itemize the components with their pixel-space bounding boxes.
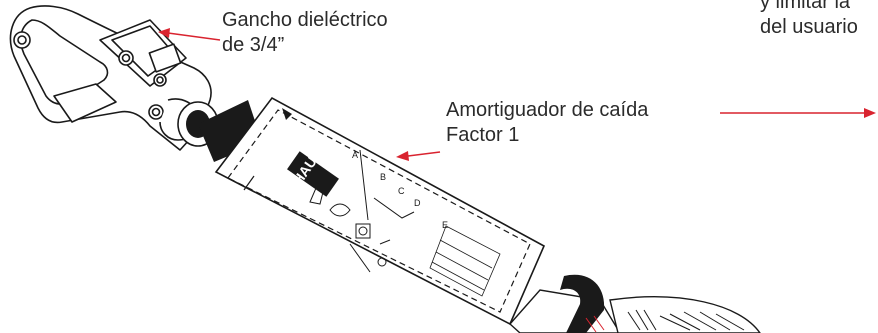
hook-callout-arrow bbox=[158, 28, 221, 41]
snap-hook bbox=[9, 5, 219, 151]
absorber-label-line2: Factor 1 bbox=[446, 124, 520, 146]
lanyard-webbing bbox=[509, 274, 761, 333]
svg-text:A: A bbox=[352, 150, 358, 160]
partial-top-label-line1: y limitar la bbox=[760, 0, 851, 13]
right-callout-arrow bbox=[720, 108, 876, 118]
absorber-callout-arrow bbox=[396, 151, 441, 161]
hook-label: Gancho dieléctrico de 3/4” bbox=[222, 8, 388, 58]
hook-label-line1: Gancho dieléctrico bbox=[222, 9, 388, 31]
svg-text:B: B bbox=[380, 172, 386, 182]
svg-text:C: C bbox=[398, 186, 405, 196]
shock-absorber: HAUK bbox=[214, 96, 546, 326]
absorber-label-line1: Amortiguador de caída bbox=[446, 99, 649, 121]
partial-top-label: y limitar la del usuario bbox=[760, 0, 858, 40]
svg-text:E: E bbox=[442, 220, 448, 230]
hook-label-line2: de 3/4” bbox=[222, 34, 285, 56]
absorber-label: Amortiguador de caída Factor 1 bbox=[446, 98, 648, 148]
scale-letters: A B C D E bbox=[352, 150, 448, 230]
svg-text:D: D bbox=[414, 198, 421, 208]
partial-top-label-line2: del usuario bbox=[760, 16, 858, 38]
